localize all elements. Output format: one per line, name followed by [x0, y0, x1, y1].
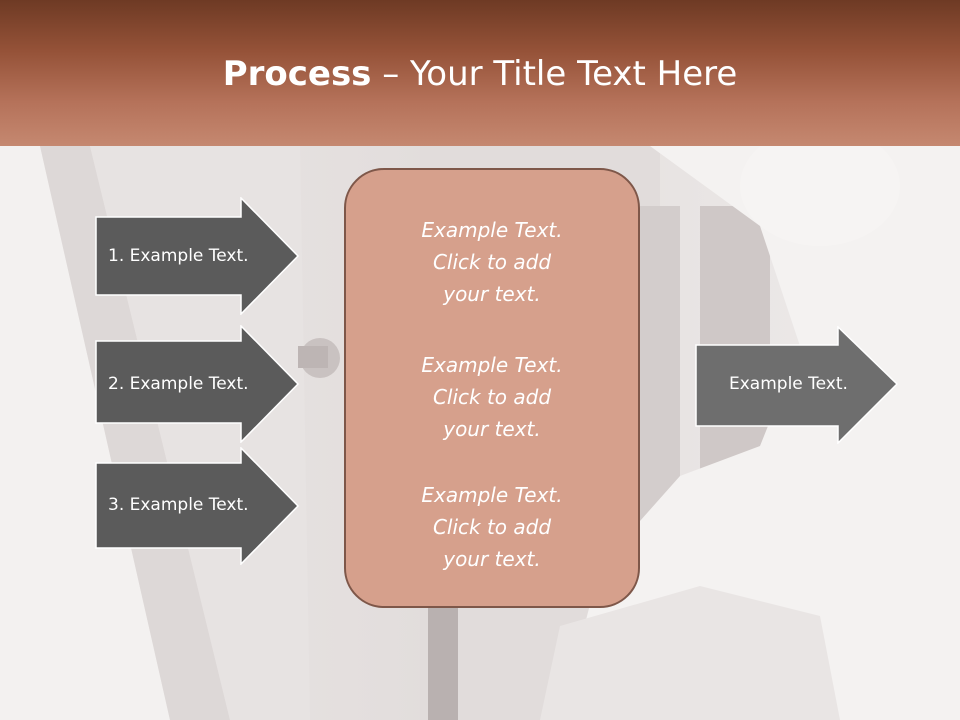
center-text-block-1: Example Text. Click to add your text.	[346, 214, 638, 310]
arrow-shape	[95, 447, 300, 565]
left-arrow-3[interactable]: 3. Example Text.	[95, 447, 300, 565]
center-line: your text.	[443, 547, 541, 571]
arrow-shape	[695, 326, 899, 444]
arrow-label-3: 3. Example Text.	[108, 495, 249, 515]
center-text-box[interactable]: Example Text. Click to add your text. Ex…	[344, 168, 640, 608]
center-line: Click to add	[432, 385, 552, 409]
center-text-block-2: Example Text. Click to add your text.	[346, 349, 638, 445]
center-line: Click to add	[432, 250, 552, 274]
center-text-block-3: Example Text. Click to add your text.	[346, 479, 638, 575]
center-line: Example Text.	[421, 483, 563, 507]
title-banner: Process – Your Title Text Here	[0, 0, 960, 146]
left-arrow-2[interactable]: 2. Example Text.	[95, 325, 300, 443]
left-arrow-1[interactable]: 1. Example Text.	[95, 197, 300, 315]
center-line: Example Text.	[421, 353, 563, 377]
center-line: your text.	[443, 282, 541, 306]
title-bold: Process	[222, 54, 372, 94]
center-line: Example Text.	[421, 218, 563, 242]
slide-title[interactable]: Process – Your Title Text Here	[0, 50, 960, 98]
right-arrow[interactable]: Example Text.	[695, 326, 900, 444]
arrow-shape	[95, 325, 300, 443]
arrow-label-1: 1. Example Text.	[108, 246, 249, 266]
title-rest: – Your Title Text Here	[371, 54, 738, 94]
arrow-label-2: 2. Example Text.	[108, 374, 249, 394]
center-line: Click to add	[432, 515, 552, 539]
center-line: your text.	[443, 417, 541, 441]
right-arrow-label: Example Text.	[729, 374, 848, 394]
arrow-shape	[95, 197, 300, 315]
